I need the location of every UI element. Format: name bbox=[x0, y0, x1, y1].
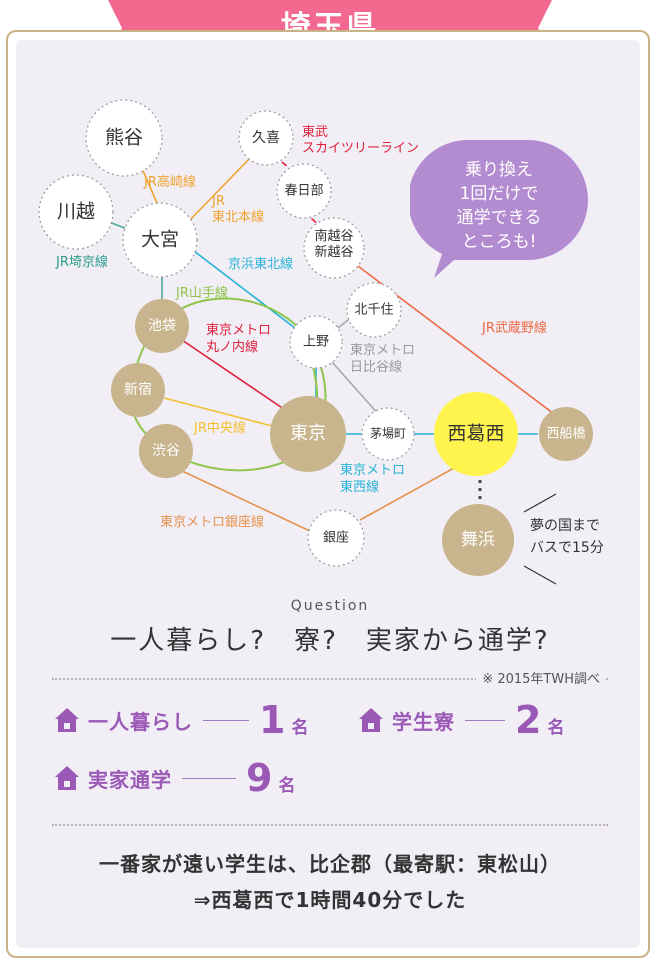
station-label: 舞浜 bbox=[461, 530, 495, 550]
label-chuo: JR中央線 bbox=[193, 420, 246, 436]
label-saikyo: JR埼京線 bbox=[55, 254, 108, 270]
stat-label: 実家通学 bbox=[88, 767, 172, 792]
label-ginza-line: 東京メトロ銀座線 bbox=[160, 514, 264, 530]
station-kuki: 久喜 bbox=[238, 110, 294, 166]
line-ginza bbox=[179, 469, 313, 533]
station-label: 大宮 bbox=[141, 229, 179, 251]
stat-label: 学生寮 bbox=[392, 709, 455, 734]
station-label: 久喜 bbox=[252, 130, 280, 146]
divider-bottom bbox=[52, 824, 608, 826]
stat-unit: 名 bbox=[547, 717, 565, 738]
speech-bubble: 乗り換え 1回だけで 通学できる ところも! bbox=[408, 139, 588, 278]
question-text: 一人暮らし? 寮? 実家から通学? bbox=[110, 626, 550, 656]
label-musashino: JR武蔵野線 bbox=[481, 320, 547, 336]
station-tokyo: 東京 bbox=[270, 396, 346, 472]
stations: 熊谷 川越 大宮 久喜 春日部 南越谷新越谷 北千住 上野 bbox=[38, 99, 593, 576]
label-yamanote: JR山手線 bbox=[175, 285, 228, 301]
stat-count: 1 bbox=[259, 698, 286, 742]
station-label: 川越 bbox=[57, 201, 95, 223]
maihama-note: 夢の国までバスで15分 bbox=[530, 518, 604, 556]
label-takasaki: JR高崎線 bbox=[143, 174, 196, 190]
house-icon bbox=[55, 766, 79, 790]
station-label: 渋谷 bbox=[152, 443, 180, 459]
line-marunouchi bbox=[181, 339, 301, 421]
house-icon bbox=[55, 708, 79, 732]
station-ueno: 上野 bbox=[289, 315, 343, 369]
stat-dash bbox=[203, 719, 249, 721]
station-kawagoe: 川越 bbox=[38, 174, 114, 250]
station-label: 上野 bbox=[303, 335, 329, 350]
station-ikebukuro: 池袋 bbox=[135, 299, 189, 353]
footer-line-1: 一番家が遠い学生は、比企郡（最寄駅：東松山） bbox=[99, 852, 561, 876]
label-tozai: 東京メトロ東西線 bbox=[340, 462, 405, 495]
stat-dormitory: 学生寮 2 名 bbox=[358, 698, 565, 742]
station-shibuya: 渋谷 bbox=[139, 424, 193, 478]
station-label: 西船橋 bbox=[546, 427, 585, 442]
line-musashino bbox=[349, 259, 563, 421]
line-keihin-a bbox=[189, 247, 309, 339]
station-label: 春日部 bbox=[284, 184, 323, 199]
stat-unit: 名 bbox=[291, 717, 309, 738]
survey-note: ※ 2015年TWH調べ bbox=[476, 668, 606, 687]
station-omiya: 大宮 bbox=[122, 202, 198, 278]
line-hibiya-b bbox=[331, 361, 381, 417]
maihama-note-stroke-top bbox=[523, 493, 557, 513]
station-kasukabe: 春日部 bbox=[276, 163, 332, 219]
line-tohoku bbox=[187, 153, 255, 223]
line-ginza-nishikasai bbox=[359, 467, 455, 521]
house-icon bbox=[359, 708, 383, 732]
station-maihama: 舞浜 bbox=[442, 504, 514, 576]
label-tobu: 東武スカイツリーライン bbox=[302, 124, 419, 156]
stat-dash bbox=[465, 719, 505, 721]
station-ginza: 銀座 bbox=[307, 509, 365, 567]
divider-top bbox=[52, 678, 608, 680]
label-hibiya: 東京メトロ日比谷線 bbox=[350, 342, 415, 375]
station-label: 熊谷 bbox=[105, 127, 143, 149]
line-chuo bbox=[163, 397, 281, 429]
stat-unit: 名 bbox=[278, 775, 296, 796]
label-marunouchi: 東京メトロ丸ノ内線 bbox=[206, 322, 271, 355]
station-label: 北千住 bbox=[354, 303, 393, 318]
station-label: 西葛西 bbox=[447, 423, 504, 445]
station-kitasenju: 北千住 bbox=[346, 282, 402, 338]
station-label: 銀座 bbox=[323, 531, 349, 546]
bubble-text: 乗り換え 1回だけで 通学できる ところも! bbox=[456, 160, 542, 252]
maihama-note-stroke-bottom bbox=[523, 565, 557, 585]
station-label: 新宿 bbox=[124, 381, 152, 398]
station-label: 茅場町 bbox=[370, 427, 406, 441]
stat-count: 2 bbox=[515, 698, 542, 742]
stat-dash bbox=[182, 777, 236, 779]
label-keihin: 京浜東北線 bbox=[228, 256, 293, 272]
bubble-shape bbox=[408, 139, 588, 278]
stat-from-home: 実家通学 9 名 bbox=[54, 756, 296, 800]
station-label: 東京 bbox=[290, 423, 326, 444]
station-label-multiline: 南越谷新越谷 bbox=[314, 228, 353, 260]
stat-count: 9 bbox=[246, 756, 273, 800]
footer-line-2: ⇒西葛西で1時間40分でした bbox=[193, 888, 467, 912]
station-kumagaya: 熊谷 bbox=[85, 99, 163, 177]
stat-label: 一人暮らし bbox=[88, 709, 193, 734]
question-label: Question bbox=[290, 598, 370, 614]
station-shinjuku: 新宿 bbox=[111, 363, 165, 417]
station-kayabacho: 茅場町 bbox=[361, 407, 415, 461]
station-nishifunabashi: 西船橋 bbox=[539, 407, 593, 461]
stat-living-alone: 一人暮らし 1 名 bbox=[54, 698, 309, 742]
station-nishikasai: 西葛西 bbox=[434, 392, 518, 476]
station-label: 池袋 bbox=[148, 318, 176, 334]
station-minamikoshigaya: 南越谷新越谷 bbox=[303, 217, 365, 279]
route-map: 熊谷 川越 大宮 久喜 春日部 南越谷新越谷 北千住 上野 bbox=[38, 99, 604, 585]
